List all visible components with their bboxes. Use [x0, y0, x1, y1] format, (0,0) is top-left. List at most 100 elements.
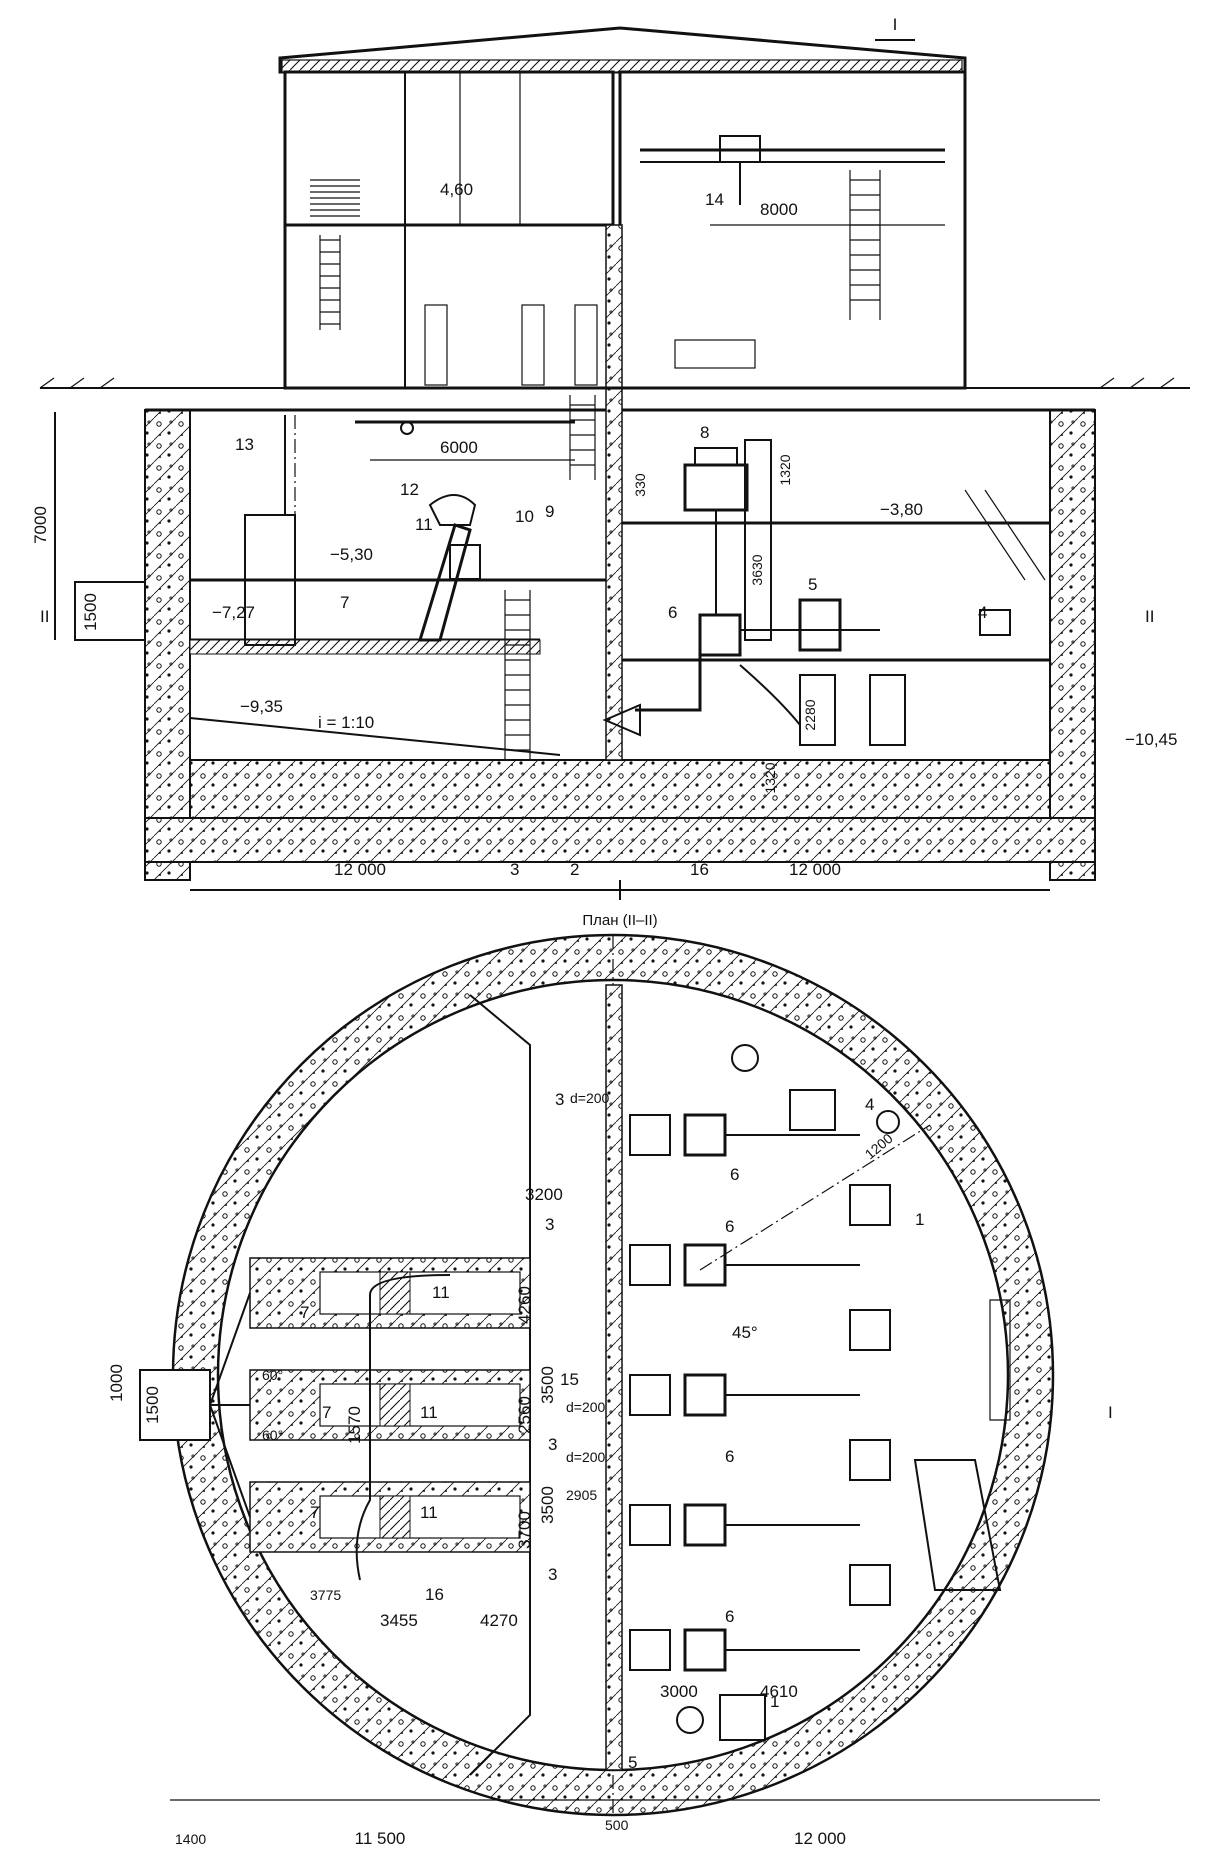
- plan-callout-11c: 11: [420, 1503, 438, 1522]
- inlet-pipe-plan: [139, 1369, 211, 1441]
- dim-330-label: 330: [632, 473, 648, 497]
- callout-6: 6: [668, 603, 677, 622]
- roof: [278, 26, 967, 74]
- manhole-bottom: [676, 1706, 704, 1734]
- dim-1000: 1000: [107, 1364, 126, 1402]
- motor-3: [629, 1374, 671, 1416]
- shaft-footing: [144, 817, 1096, 863]
- pump-motor-top: [694, 447, 738, 466]
- dim-2280-label: 2280: [802, 699, 818, 730]
- door-1: [424, 304, 448, 386]
- axis-45: [699, 1124, 931, 1271]
- dim-1320a-label: 1320: [777, 454, 793, 485]
- dim-3500b: 3500: [538, 1486, 557, 1524]
- elev-727: −7,27: [212, 603, 255, 622]
- plan-callout-1b: 1: [770, 1692, 779, 1711]
- stair-center: [504, 590, 531, 760]
- plan-callout-7a: 7: [300, 1303, 309, 1322]
- callout-2: 2: [570, 860, 579, 879]
- motor-5: [629, 1629, 671, 1671]
- plan-callout-3d: 3: [548, 1565, 557, 1584]
- crusher-head: [428, 494, 477, 526]
- elev-380: −3,80: [880, 500, 923, 519]
- drainage-pump-1: [849, 1184, 891, 1226]
- callout-9: 9: [545, 502, 554, 521]
- dim-4610: 4610: [760, 1682, 798, 1701]
- dim-11500: 11 500: [355, 1829, 406, 1848]
- dim-3455: 3455: [380, 1611, 418, 1630]
- dim-3000: 3000: [660, 1682, 698, 1701]
- elev-935: −9,35: [240, 697, 283, 716]
- callout-7: 7: [340, 593, 349, 612]
- dim-12000: 12 000: [794, 1829, 846, 1848]
- callout-12: 12: [400, 480, 419, 499]
- section-mark-left: II: [40, 607, 49, 626]
- elev-460: 4,60: [440, 180, 473, 199]
- section-view: I 4,60 −3,80 −5,30 −7,27 −9,35 −10,45 i …: [31, 15, 1190, 900]
- elev-1045: −10,45: [1125, 730, 1177, 749]
- vent-4: [876, 1110, 900, 1134]
- dim-d200c: d=200: [566, 1449, 606, 1465]
- plan-title: План (II–II): [582, 912, 657, 929]
- crane-left-hook: [400, 421, 414, 435]
- suction-bell: [602, 703, 641, 737]
- drainage-pump-5: [719, 1694, 766, 1741]
- motor-1: [629, 1114, 671, 1156]
- floor-727-slab: [189, 639, 541, 655]
- manhole-top: [731, 1044, 759, 1072]
- stair-right-lower: [964, 489, 1046, 581]
- check-valve-2: [869, 674, 906, 746]
- pump-casing: [698, 613, 742, 657]
- dim-3775: 3775: [310, 1587, 341, 1603]
- plan-callout-1a: 1: [915, 1210, 924, 1229]
- dim-width-left: 12 000: [334, 860, 386, 879]
- dim-1500: 1500: [143, 1386, 162, 1424]
- plan-section-mark: I: [1108, 1403, 1113, 1422]
- dim-3630-label: 3630: [749, 554, 765, 585]
- dim-d200b: d=200: [566, 1399, 606, 1415]
- crusher-plan-3: [379, 1495, 411, 1539]
- motor-4: [629, 1504, 671, 1546]
- equipment-top: [789, 1089, 836, 1131]
- dim-1320b-label: 1320: [762, 762, 778, 793]
- return-pipe: [739, 664, 801, 726]
- pump-row: [629, 1113, 860, 1672]
- screen-frame: [244, 514, 296, 646]
- superstructure-right: [618, 70, 967, 390]
- dim-7000-label: 7000: [31, 506, 50, 544]
- callout-16: 16: [690, 860, 709, 879]
- partition-wall: [605, 224, 623, 761]
- shaft-wall-left: [144, 409, 191, 881]
- crusher-plan-2: [379, 1383, 411, 1427]
- dim-width-right: 12 000: [789, 860, 841, 879]
- motor-2: [629, 1244, 671, 1286]
- pipe-16: [355, 1274, 451, 1581]
- dim-d200a: d=200: [570, 1090, 610, 1106]
- roof-truss: [281, 59, 963, 73]
- plan-callout-15: 15: [560, 1370, 579, 1389]
- plan-callout-4: 4: [865, 1095, 874, 1114]
- dim-1400: 1400: [175, 1831, 206, 1847]
- dim-3500a: 3500: [538, 1366, 557, 1404]
- plan-callout-16: 16: [425, 1585, 444, 1604]
- plan-callout-3c: 3: [548, 1435, 557, 1454]
- pump-motor: [683, 463, 749, 512]
- stair-left-upper: [310, 179, 360, 217]
- plan-callout-3a: 3: [555, 1090, 564, 1109]
- dim-8000-label: 8000: [760, 200, 798, 219]
- suction-pipe: [635, 655, 702, 712]
- plan-callout-11b: 11: [420, 1403, 438, 1422]
- section-mark-right: II: [1145, 607, 1154, 626]
- dim-1570: 1570: [345, 1406, 364, 1444]
- dim-1500-label: 1500: [81, 593, 100, 631]
- callout-14: 14: [705, 190, 724, 209]
- callout-8: 8: [700, 423, 709, 442]
- door-2: [521, 304, 545, 386]
- ground-hatch: [39, 377, 1175, 389]
- shaft-wall-right: [1049, 409, 1096, 881]
- stair-upper-center: [569, 395, 596, 480]
- elev-530: −5,30: [330, 545, 373, 564]
- plan-callout-7b: 7: [322, 1403, 331, 1422]
- dim-60a: 60°: [262, 1367, 283, 1383]
- discharge-pipe-vertical: [744, 439, 772, 641]
